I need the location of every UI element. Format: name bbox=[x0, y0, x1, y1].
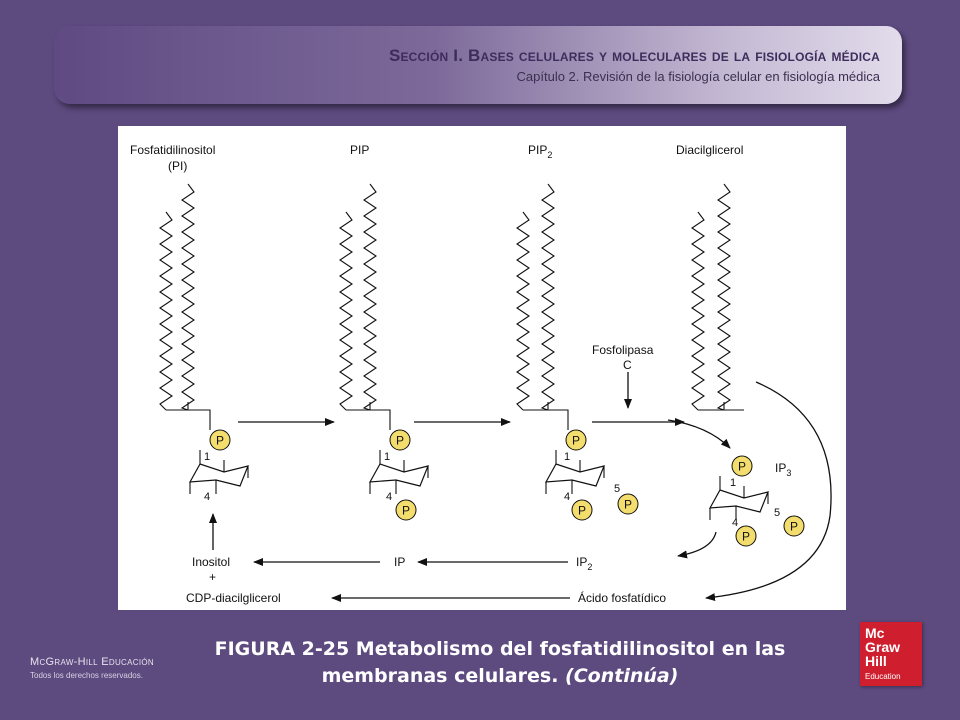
chain-pi-right bbox=[180, 183, 195, 411]
phosphate-label-ip3-1: P bbox=[738, 460, 746, 474]
phosphate-circle-ip3-4 bbox=[735, 525, 757, 547]
arrow-ip3-to-ip2 bbox=[677, 531, 717, 559]
phosphate-pip-1: P bbox=[389, 429, 411, 451]
label-ip: IP bbox=[394, 555, 405, 569]
logo-line-mc: Mc bbox=[865, 625, 885, 641]
position-number-pi-1: 1 bbox=[204, 451, 210, 463]
logo-line-graw: Graw bbox=[865, 639, 901, 655]
logo-line-hill: Hill bbox=[865, 653, 887, 669]
label-diacylglycerol: Diacilglicerol bbox=[676, 143, 743, 157]
figure-caption: FIGURA 2-25 Metabolismo del fosfatidilin… bbox=[200, 636, 800, 690]
phosphate-ip3-5: P bbox=[783, 515, 805, 537]
header-banner: Sección I. Bases celulares y moleculares… bbox=[54, 26, 902, 104]
inositol-ring-pi bbox=[188, 463, 249, 487]
position-number-ip3-5: 5 bbox=[774, 507, 780, 519]
phosphate-circle-pip-4 bbox=[395, 499, 417, 521]
phosphate-label-pip-1: P bbox=[396, 434, 404, 448]
label-phosphatidic-acid: Ácido fosfatídico bbox=[578, 590, 666, 605]
publisher-name: McGraw-Hill Educación bbox=[30, 656, 154, 668]
figure-panel: P P P P P P P P P Fosfatidilinositol (PI) PIP PI… bbox=[118, 126, 846, 610]
phosphate-label-pip2-5: P bbox=[624, 498, 632, 512]
logo-line-education: Education bbox=[865, 672, 901, 681]
chapter-subtitle: Capítulo 2. Revisión de la fisiología ce… bbox=[516, 69, 880, 84]
position-number-ip3-4: 4 bbox=[732, 517, 738, 529]
position-number-pi-4: 4 bbox=[204, 491, 210, 503]
position-number-ip3-1: 1 bbox=[730, 477, 736, 489]
inositol-ring-pip bbox=[368, 463, 429, 487]
phosphate-pip2-5: P bbox=[617, 493, 639, 515]
phosphate-pip2-1: P bbox=[565, 429, 587, 451]
label-ip2: IP2 bbox=[576, 555, 592, 572]
fatty-acid-chains bbox=[159, 183, 744, 430]
backbone-pi bbox=[166, 409, 211, 430]
label-ip3: IP3 bbox=[775, 461, 791, 478]
rights-notice: Todos los derechos reservados. bbox=[30, 671, 143, 680]
label-phospholipase: Fosfolipasa bbox=[592, 343, 654, 357]
position-number-pip2-1: 1 bbox=[564, 451, 570, 463]
backbone-pip2 bbox=[523, 409, 569, 430]
phosphate-label-pip-4: P bbox=[402, 504, 410, 518]
chain-dag-left bbox=[691, 211, 705, 411]
chain-pip-right bbox=[362, 183, 377, 411]
phosphate-label-pi-1: P bbox=[216, 434, 224, 448]
phosphate-label-pip2-1: P bbox=[572, 434, 580, 448]
pi-metabolism-diagram: P P P P P P P P P Fosfatidilinositol (PI) PIP PI… bbox=[130, 143, 832, 605]
label-pi-line2: (PI) bbox=[168, 159, 187, 173]
label-pi-line1: Fosfatidilinositol bbox=[130, 143, 215, 157]
phosphate-pip2-4: P bbox=[571, 499, 593, 521]
arrow-to-ip3 bbox=[667, 419, 731, 449]
position-number-pip2-4: 4 bbox=[564, 491, 570, 503]
ring-position-numbers: 1 4 1 4 1 4 5 1 4 5 bbox=[204, 451, 780, 529]
backbone-pip bbox=[346, 409, 391, 430]
phosphate-circle-pip2-5 bbox=[617, 493, 639, 515]
label-inositol: Inositol bbox=[192, 555, 230, 569]
arrow-dag-to-phosphatidic bbox=[705, 381, 832, 602]
chain-pip2-right bbox=[540, 183, 555, 411]
phosphate-pip-4: P bbox=[395, 499, 417, 521]
phosphate-circle-pi-1 bbox=[209, 429, 231, 451]
phosphate-ip3-1: P bbox=[731, 455, 753, 477]
publisher-footer: McGraw-Hill Educación Todos los derechos… bbox=[30, 656, 154, 680]
phosphate-pi-1: P bbox=[209, 429, 231, 451]
phosphate-circle-pip2-1 bbox=[565, 429, 587, 451]
chain-pi-left bbox=[159, 211, 173, 411]
phosphate-label-pip2-4: P bbox=[578, 504, 586, 518]
phosphate-circle-ip3-5 bbox=[783, 515, 805, 537]
section-title: Sección I. Bases celulares y moleculares… bbox=[388, 46, 880, 65]
phosphate-label-ip3-5: P bbox=[790, 520, 798, 534]
caption-continued: (Continúa) bbox=[565, 665, 679, 687]
phosphate-groups: P P P P P P P P P bbox=[209, 429, 805, 547]
chain-pip-left bbox=[339, 211, 353, 411]
inositol-ring-ip3 bbox=[708, 489, 769, 513]
phosphate-circle-pip-1 bbox=[389, 429, 411, 451]
position-number-pip-4: 4 bbox=[386, 491, 392, 503]
label-pip2: PIP2 bbox=[528, 143, 552, 160]
chain-pip2-left bbox=[516, 211, 530, 411]
phosphate-circle-ip3-1 bbox=[731, 455, 753, 477]
phosphate-ip3-4: P bbox=[735, 525, 757, 547]
label-plus: + bbox=[209, 570, 216, 584]
inositol-ring-pip2 bbox=[544, 463, 605, 487]
phosphate-label-ip3-4: P bbox=[742, 530, 750, 544]
inositol-rings bbox=[188, 450, 769, 520]
position-number-pip-1: 1 bbox=[384, 451, 390, 463]
label-pip: PIP bbox=[350, 143, 369, 157]
caption-main: FIGURA 2-25 Metabolismo del fosfatidilin… bbox=[214, 638, 786, 687]
mcgraw-hill-logo: Mc Graw Hill Education bbox=[860, 622, 922, 686]
label-cdp-diacylglycerol: CDP-diacilglicerol bbox=[186, 591, 281, 605]
position-number-pip2-5: 5 bbox=[614, 483, 620, 495]
label-phospholipase-c: C bbox=[623, 358, 632, 372]
chain-dag-right bbox=[716, 183, 731, 411]
reaction-arrows bbox=[209, 372, 832, 602]
phosphate-circle-pip2-4 bbox=[571, 499, 593, 521]
